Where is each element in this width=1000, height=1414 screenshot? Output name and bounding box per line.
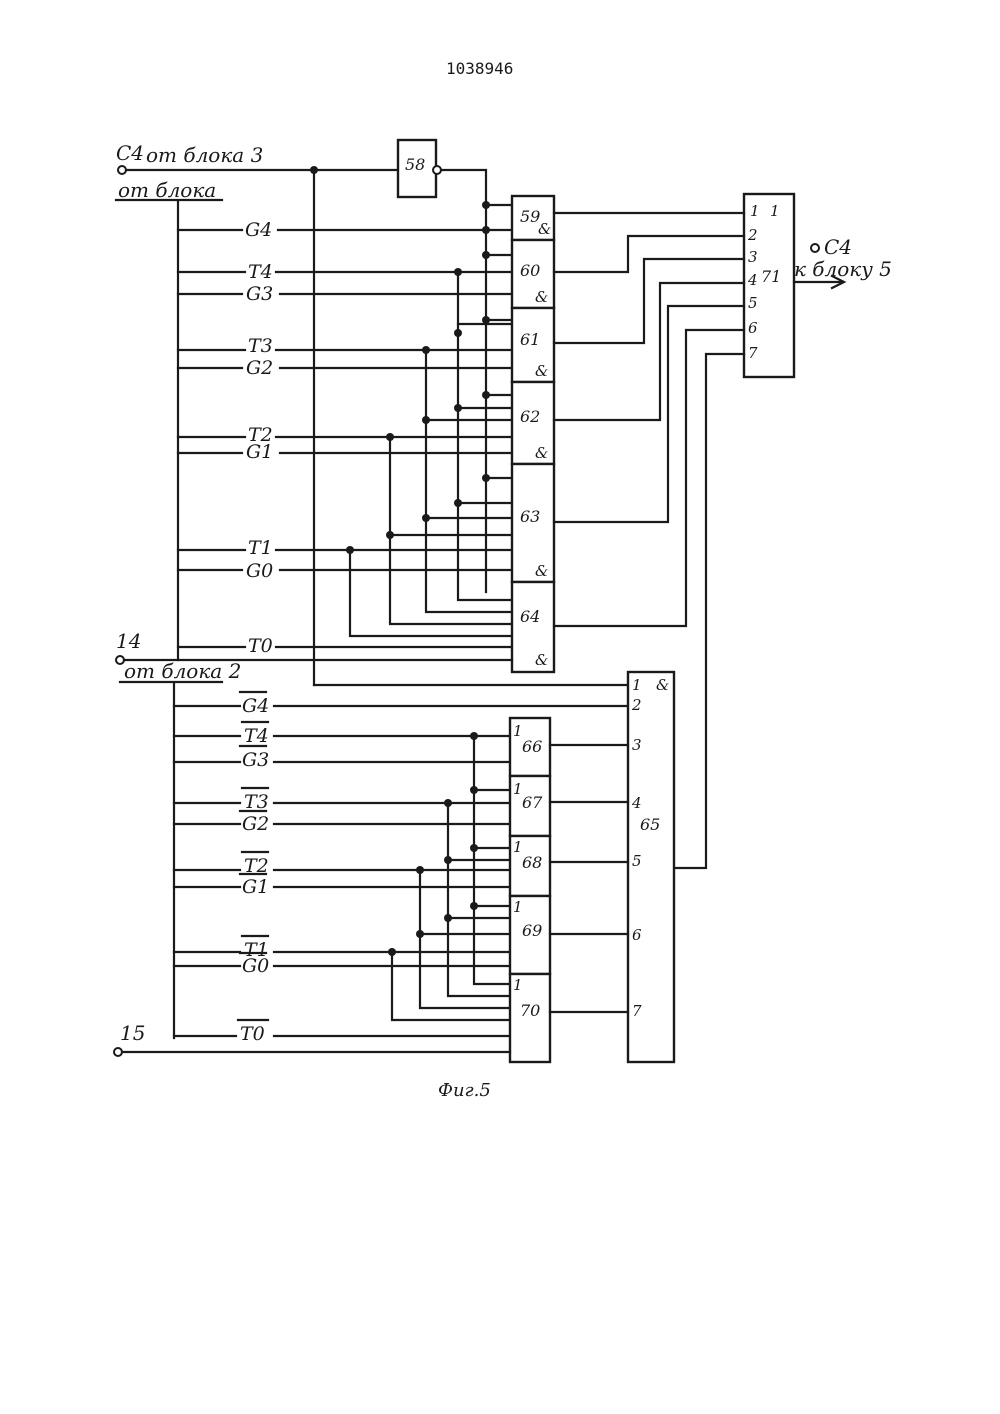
block-65-pin-6: 6 xyxy=(632,926,642,944)
block-65-pin-2: 2 xyxy=(631,696,642,714)
input-14-label: 14 xyxy=(116,629,141,653)
gate-69-or-symbol: 1 xyxy=(513,898,523,916)
output-terminal xyxy=(811,244,819,252)
top-junction-dots xyxy=(346,201,490,554)
block-65-label: 65 xyxy=(640,815,660,834)
input-15-terminal xyxy=(114,1048,122,1056)
gate-60-and-symbol: & xyxy=(535,288,548,306)
signal-not-g0-label: G0 xyxy=(242,955,269,977)
block-58-label: 58 xyxy=(405,155,425,174)
signal-t4-label: T4 xyxy=(248,261,273,283)
gate-62-and-symbol: & xyxy=(535,444,548,462)
signal-g4-label: G4 xyxy=(245,219,272,241)
gate-64-label: 64 xyxy=(520,607,540,626)
block-71-pin-3: 3 xyxy=(748,248,758,266)
block-65-pin-7: 7 xyxy=(632,1002,642,1020)
gate-67-label: 67 xyxy=(522,793,543,812)
block-71-pin-6: 6 xyxy=(748,319,758,337)
gate-69-label: 69 xyxy=(522,921,542,940)
output-label: C4 xyxy=(824,235,852,259)
block-65-pin-3: 3 xyxy=(632,736,642,754)
block-source-label: от блока xyxy=(118,178,216,202)
block-65-and-symbol: & xyxy=(656,676,669,694)
gate-64-and-symbol: & xyxy=(535,651,548,669)
block-71-pin-7: 7 xyxy=(748,344,758,362)
signal-not-g4-label: G4 xyxy=(242,695,269,717)
gate-70-or-symbol: 1 xyxy=(513,976,523,994)
document-number: 1038946 xyxy=(446,59,513,78)
top-tap-wires xyxy=(350,205,512,636)
figure-caption: Фиг.5 xyxy=(438,1080,491,1101)
bottom-tap-wires xyxy=(392,736,510,1020)
block-71-pin-5: 5 xyxy=(748,294,758,312)
signal-not-g2-label: G2 xyxy=(242,813,269,835)
signal-g0-label: G0 xyxy=(246,560,273,582)
block-71-pin-1: 1 xyxy=(750,202,760,220)
signal-t3-label: T3 xyxy=(248,335,273,357)
input-15-label: 15 xyxy=(120,1021,145,1045)
signal-not-t3-label: T3 xyxy=(244,791,269,813)
c4-input-terminal xyxy=(118,166,126,174)
input-14-terminal xyxy=(116,656,124,664)
gate-63-and-symbol: & xyxy=(535,562,548,580)
bottom-signal-labels: G4 T4 G3 T3 G2 T2 G1 T1 G0 T0 xyxy=(238,692,269,1045)
block-58-inverter xyxy=(433,166,441,174)
top-signal-wires xyxy=(178,230,512,647)
signal-not-g3-label: G3 xyxy=(242,749,269,771)
gate-63-label: 63 xyxy=(520,507,540,526)
gate-61-label: 61 xyxy=(520,330,540,349)
block-65-pin-1: 1 xyxy=(632,676,642,694)
block-71-or-symbol: 1 xyxy=(770,202,780,220)
block-65-pin-4: 4 xyxy=(631,794,642,812)
block-71-pin-2: 2 xyxy=(747,226,758,244)
signal-t0-label: T0 xyxy=(248,635,273,657)
c4-source-label: от блока 3 xyxy=(146,143,263,167)
block-71-label: 71 xyxy=(761,267,781,286)
gate-62-label: 62 xyxy=(520,407,540,426)
signal-g3-label: G3 xyxy=(246,283,273,305)
gate-59-and-symbol: & xyxy=(538,220,551,238)
block-65-pin-5: 5 xyxy=(632,852,642,870)
gate-70-label: 70 xyxy=(520,1001,540,1020)
block-71-pin-4: 4 xyxy=(747,271,758,289)
block-58-output-wire xyxy=(441,170,486,592)
signal-not-g1-label: G1 xyxy=(242,876,269,898)
input-14-source-label: от блока 2 xyxy=(124,659,241,683)
signal-t1-label: T1 xyxy=(248,537,273,559)
signal-g1-label: G1 xyxy=(246,441,273,463)
output-destination-label: к блоку 5 xyxy=(794,257,892,281)
signal-not-t0-label: T0 xyxy=(240,1023,265,1045)
c4-junction xyxy=(310,166,318,174)
signal-g2-label: G2 xyxy=(246,357,273,379)
signal-not-t4-label: T4 xyxy=(244,725,269,747)
c4-input-label: C4 xyxy=(116,141,144,165)
gate-61-and-symbol: & xyxy=(535,362,548,380)
gate-60-label: 60 xyxy=(520,261,540,280)
bottom-output-wires xyxy=(550,745,628,1012)
bottom-junction-dots xyxy=(388,732,478,956)
gate-66-label: 66 xyxy=(522,737,542,756)
gate-68-label: 68 xyxy=(522,853,542,872)
